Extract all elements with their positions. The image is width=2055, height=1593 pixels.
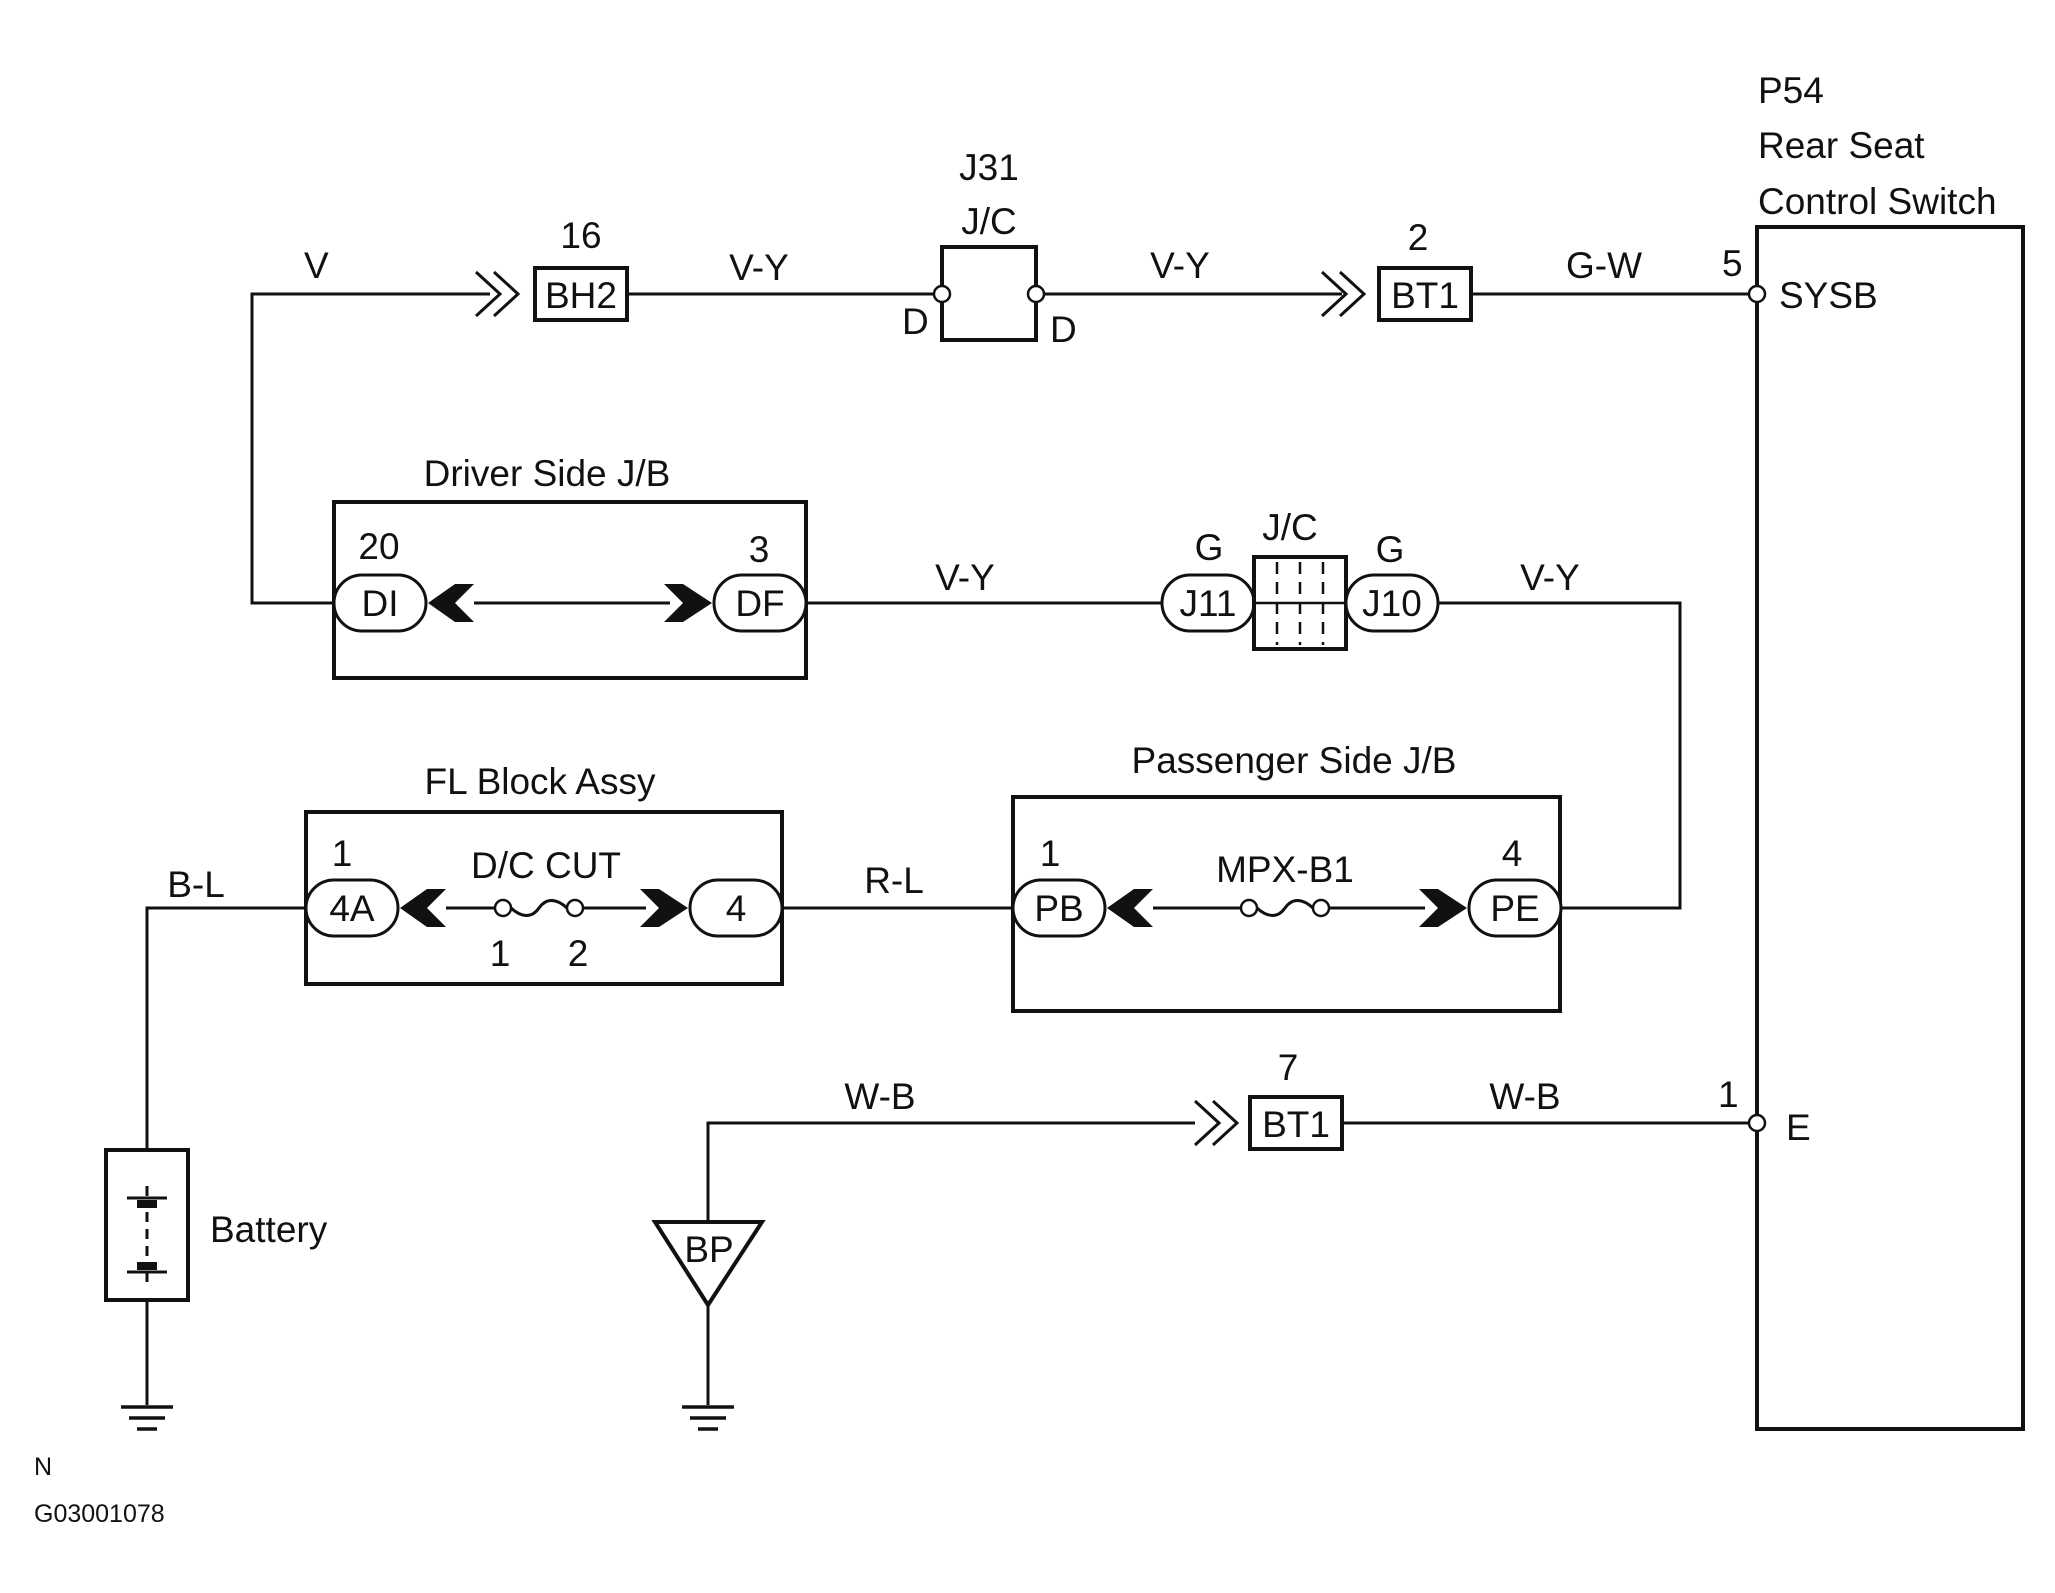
pe-connector-arrow [1419, 889, 1467, 927]
bt1-top-connector [1377, 266, 1473, 322]
j31-right-terminal [1026, 284, 1046, 304]
fl-fuse-pin1: 1 [490, 933, 511, 974]
bt1-bottom-mating-arrow [1193, 1099, 1240, 1147]
driver-jb-title: Driver Side J/B [424, 453, 671, 494]
fl-4a-connector [304, 878, 400, 938]
fl-4-arrow [640, 889, 688, 927]
bh2-pin: 16 [560, 215, 601, 256]
wire-color-df-j11: V-Y [935, 557, 995, 598]
driver-jb-left-pin: 20 [358, 526, 399, 567]
bp-ground-icon [682, 1405, 734, 1431]
ground-point-label: BP [684, 1229, 733, 1270]
wire-color-jc-bt1: V-Y [1150, 245, 1210, 286]
jc-mid-right-color: G [1376, 529, 1405, 570]
passenger-jb-left-conn: PB [1034, 888, 1083, 929]
fl-block-left-pin: 1 [332, 833, 353, 874]
fuse-mpx-b1-icon [1255, 899, 1315, 917]
battery-ground-icon [121, 1405, 173, 1431]
wire-j10-pe [1434, 601, 1682, 910]
fl-block-fuse-name: D/C CUT [471, 845, 621, 886]
switch-pin-bottom-num: 1 [1718, 1074, 1739, 1115]
jc-mid-label: J/C [1262, 507, 1318, 548]
switch-code: P54 [1758, 70, 1824, 111]
switch-pin-bottom-name: E [1786, 1107, 1811, 1148]
j10-connector [1344, 573, 1440, 633]
pb-connector-arrow [1107, 889, 1153, 927]
switch-pin-top-num: 5 [1722, 243, 1743, 284]
bh2-mating-arrow [474, 270, 521, 318]
j10-label: J10 [1362, 583, 1422, 624]
wire-color-fl-pb: R-L [864, 860, 924, 901]
jc-j31 [940, 245, 1038, 342]
bt1-bottom-connector [1248, 1095, 1344, 1151]
j11-label: J11 [1180, 583, 1237, 624]
j31-id: J31 [959, 147, 1019, 188]
switch-pin-e-terminal [1747, 1113, 1767, 1133]
switch-name-line2: Control Switch [1758, 181, 1997, 222]
bt1-top-pin: 2 [1408, 217, 1429, 258]
mpx-fuse-terminal-2 [1311, 898, 1331, 918]
bt1-bottom-pin: 7 [1278, 1047, 1299, 1088]
switch-pin-sysb-terminal [1747, 284, 1767, 304]
passenger-jb-fuse-name: MPX-B1 [1216, 849, 1354, 890]
passenger-jb-title: Passenger Side J/B [1132, 740, 1457, 781]
wire-color-bt1-e: W-B [1489, 1076, 1560, 1117]
ground-point-bp-icon [651, 1220, 766, 1309]
passenger-pe-connector [1467, 878, 1563, 938]
wire-v [250, 292, 490, 605]
fl-fuse-terminal-1 [493, 898, 513, 918]
fl-fuse-terminal-2 [565, 898, 585, 918]
driver-jb-df-connector [712, 573, 808, 633]
passenger-jb-right-pin: 4 [1502, 833, 1523, 874]
j31-label: J/C [961, 201, 1017, 242]
driver-jb-left-conn: DI [362, 583, 399, 624]
wire-color-battery-4a: B-L [167, 864, 225, 905]
bh2-connector [533, 266, 629, 322]
bh2-label: BH2 [545, 275, 617, 316]
battery-plate-short [137, 1200, 157, 1270]
bt1-top-label: BT1 [1391, 275, 1459, 316]
fl-4-connector [688, 878, 784, 938]
fl-4a-arrow [400, 889, 446, 927]
battery-label: Battery [210, 1209, 328, 1250]
passenger-jb-right-conn: PE [1490, 888, 1539, 929]
jc-mid-left-color: G [1195, 527, 1224, 568]
bt1-top-mating-arrow [1320, 270, 1367, 318]
j31-right-pin: D [1050, 309, 1077, 350]
wire-color-j10-pe: V-Y [1520, 557, 1580, 598]
di-connector-arrow [428, 584, 474, 622]
wire-battery-4a [145, 906, 306, 1150]
mpx-fuse-terminal-1 [1239, 898, 1259, 918]
driver-jb-di-connector [332, 573, 428, 633]
driver-jb-right-pin: 3 [749, 529, 770, 570]
fuse-dc-cut-icon [509, 899, 569, 917]
wire-ground-bt1 [706, 1121, 1195, 1220]
footer-mark: N [34, 1453, 52, 1481]
fl-block-left-conn: 4A [329, 888, 375, 929]
fl-block-right-conn: 4 [726, 888, 747, 929]
footer-code: G03001078 [34, 1500, 165, 1528]
switch-name-line1: Rear Seat [1758, 125, 1925, 166]
j31-left-pin: D [902, 301, 929, 342]
j31-left-terminal [932, 284, 952, 304]
fl-block-title: FL Block Assy [425, 761, 656, 802]
wire-color-v: V [304, 245, 329, 286]
switch-pin-top-name: SYSB [1779, 275, 1878, 316]
fl-fuse-pin2: 2 [568, 933, 589, 974]
passenger-pb-connector [1011, 878, 1107, 938]
wire-color-ground-bt1: W-B [844, 1076, 915, 1117]
rear-seat-control-switch [1755, 225, 2025, 1431]
driver-jb-right-conn: DF [735, 583, 784, 624]
wire-color-bt1-switch: G-W [1566, 245, 1642, 286]
df-connector-arrow [664, 584, 712, 622]
wire-color-bh2-jc: V-Y [729, 247, 789, 288]
bt1-bottom-label: BT1 [1262, 1104, 1330, 1145]
passenger-jb-left-pin: 1 [1040, 833, 1061, 874]
